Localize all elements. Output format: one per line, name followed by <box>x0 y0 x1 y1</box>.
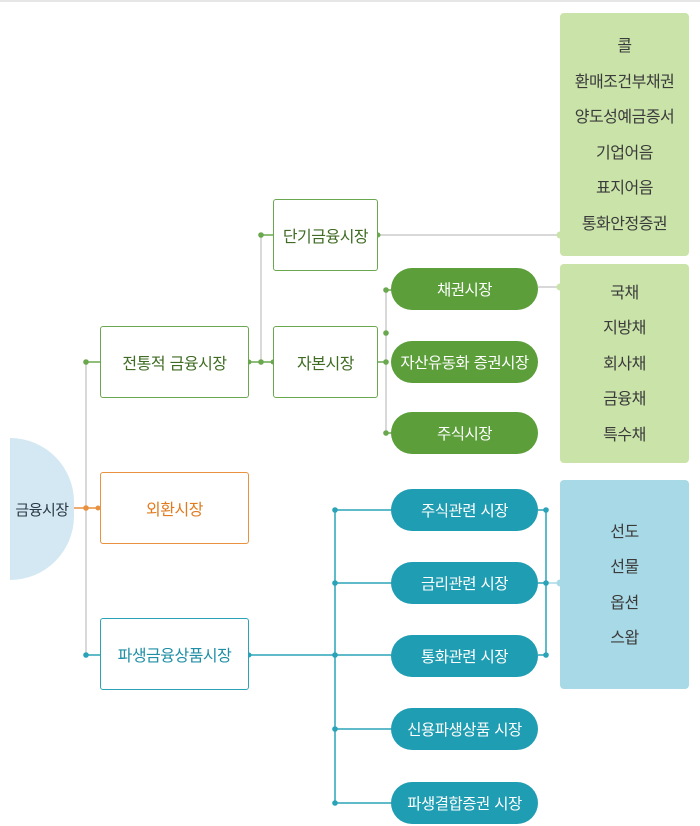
panel-item: 환매조건부채권 <box>574 71 675 91</box>
junction-dot <box>258 232 264 238</box>
pill-currency-derivatives: 통화관련 시장 <box>391 635 538 677</box>
pill-combined-securities: 파생결합증권 시장 <box>391 782 538 824</box>
node-label: 자본시장 <box>297 354 354 373</box>
panel-item: 특수채 <box>603 424 646 444</box>
junction-dot <box>83 505 89 511</box>
panel-item: 회사채 <box>603 353 646 373</box>
panel-item: 국채 <box>610 282 639 302</box>
pill-label: 채권시장 <box>436 281 493 299</box>
junction-dot <box>83 652 89 658</box>
panel-short-term-instruments: 콜 환매조건부채권 양도성예금증서 기업어음 표지어음 통화안정증권 <box>560 13 689 256</box>
panel-item: 스왑 <box>610 628 639 647</box>
node-fx-market: 외환시장 <box>100 472 249 544</box>
panel-item: 기업어음 <box>596 142 653 162</box>
pill-label: 주식시장 <box>436 425 493 443</box>
junction-dot <box>543 507 549 513</box>
pill-label: 통화관련 시장 <box>421 648 509 666</box>
junction-dot <box>383 359 389 365</box>
junction-dot <box>83 359 89 365</box>
junction-dot <box>543 580 549 586</box>
junction-dot <box>383 430 389 436</box>
panel-item: 콜 <box>617 36 632 55</box>
panel-item: 표지어음 <box>596 178 653 197</box>
junction-dot <box>95 505 101 511</box>
panel-item: 지방채 <box>603 318 646 338</box>
junction-dot <box>332 507 338 513</box>
junction-dot <box>332 580 338 586</box>
junction-dot <box>332 726 338 732</box>
node-derivatives-market: 파생금융상품시장 <box>100 618 249 690</box>
panel-item: 금융채 <box>603 389 646 409</box>
pill-abs-market: 자산유동화 증권시장 <box>391 341 538 383</box>
pill-label: 파생결합증권 시장 <box>407 795 522 813</box>
pill-bond-market: 채권시장 <box>391 268 538 310</box>
junction-dot <box>383 330 389 336</box>
node-label: 전통적 금융시장 <box>122 354 227 373</box>
junction-dot <box>332 652 338 658</box>
panel-item: 선물 <box>610 557 639 576</box>
node-capital-market: 자본시장 <box>273 326 378 398</box>
pill-label: 금리관련 시장 <box>421 575 509 593</box>
junction-dot <box>258 359 264 365</box>
panel-item: 통화안정증권 <box>581 213 668 233</box>
panel-item: 양도성예금증서 <box>574 107 675 126</box>
node-short-term-market: 단기금융시장 <box>273 199 378 271</box>
pill-label: 신용파생상품 시장 <box>407 721 522 739</box>
panel-item: 선도 <box>610 521 639 541</box>
pill-stock-market: 주식시장 <box>391 412 538 454</box>
junction-dot <box>543 652 549 658</box>
node-label: 외환시장 <box>146 500 203 519</box>
pill-equity-derivatives: 주식관련 시장 <box>391 489 538 531</box>
panel-bond-types: 국채 지방채 회사채 금융채 특수채 <box>560 264 689 463</box>
pill-interest-derivatives: 금리관련 시장 <box>391 562 538 604</box>
pill-credit-derivatives: 신용파생상품 시장 <box>391 708 538 750</box>
node-label: 단기금융시장 <box>282 227 369 246</box>
panel-item: 옵션 <box>610 592 639 612</box>
root-label: 금융시장 <box>15 500 69 519</box>
top-rule <box>0 0 700 2</box>
pill-label: 자산유동화 증권시장 <box>400 354 529 372</box>
panel-derivative-types: 선도 선물 옵션 스왑 <box>560 480 689 689</box>
pill-label: 주식관련 시장 <box>421 502 509 520</box>
junction-dot <box>332 800 338 806</box>
junction-dot <box>383 287 389 293</box>
node-traditional-market: 전통적 금융시장 <box>100 326 249 398</box>
node-label: 파생금융상품시장 <box>117 646 232 665</box>
